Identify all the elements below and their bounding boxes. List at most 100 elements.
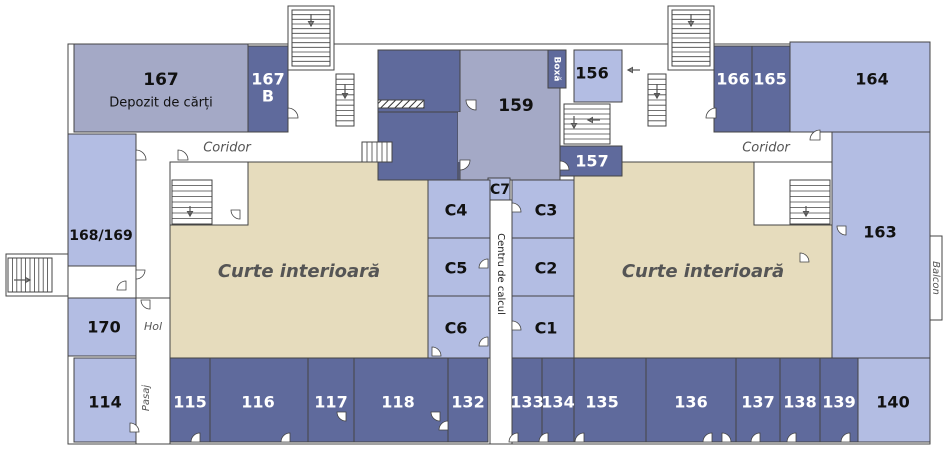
door-arc-icon xyxy=(702,432,713,443)
door-arc-icon xyxy=(840,432,851,443)
door-arc-icon xyxy=(574,432,585,443)
door-arc-icon xyxy=(508,432,519,443)
room-r168[interactable] xyxy=(67,133,137,267)
room-label: 163 xyxy=(863,223,896,242)
room-r135[interactable] xyxy=(573,357,647,443)
door-arc-icon xyxy=(177,149,189,161)
room-label: Boxă xyxy=(552,57,562,82)
area-label-corridor-left: Coridor xyxy=(203,141,252,156)
room-c6[interactable] xyxy=(427,295,491,359)
door-arc-icon xyxy=(459,159,471,171)
room-label: C2 xyxy=(535,259,558,278)
door-arc-icon xyxy=(478,336,489,347)
room-label: 138 xyxy=(783,393,816,412)
room-r166[interactable] xyxy=(713,45,753,133)
room-label: 135 xyxy=(585,393,618,412)
room-r140[interactable] xyxy=(857,357,931,443)
room-r132[interactable] xyxy=(447,357,489,443)
room-r116[interactable] xyxy=(209,357,309,443)
room-label: C3 xyxy=(535,201,558,220)
door-arc-icon xyxy=(721,432,732,443)
room-c3[interactable] xyxy=(511,179,575,239)
room-r165[interactable] xyxy=(751,45,791,133)
door-arc-icon xyxy=(336,411,347,422)
door-arc-icon xyxy=(135,269,146,280)
area-label-corridor-right: Coridor xyxy=(742,141,791,156)
door-arc-icon xyxy=(799,252,810,263)
hatched-wall-icon xyxy=(377,99,425,109)
room-r117[interactable] xyxy=(307,357,355,443)
door-arc-icon xyxy=(478,258,489,269)
room-label: 132 xyxy=(451,393,484,412)
stairs-icon xyxy=(789,179,831,225)
stairs-icon xyxy=(671,9,711,67)
details-layer xyxy=(7,9,851,443)
room-159-notch xyxy=(458,112,464,162)
area-label-courtyard-right: Curte interioară xyxy=(622,261,784,282)
room-label: 167 xyxy=(143,70,179,90)
area-label-centru-calcul: Centru de calcul xyxy=(495,233,506,315)
stairs-icon xyxy=(361,141,393,163)
door-arc-icon xyxy=(511,202,522,213)
room-label: 164 xyxy=(855,70,888,89)
room-r138[interactable] xyxy=(779,357,821,443)
room-r115[interactable] xyxy=(169,357,211,443)
room-sublabel: B xyxy=(262,87,274,106)
arrow-icon xyxy=(687,14,695,28)
room-label: 114 xyxy=(88,393,121,412)
room-label: C1 xyxy=(535,319,558,338)
room-label: 136 xyxy=(674,393,707,412)
room-label: 137 xyxy=(741,393,774,412)
arrow-icon xyxy=(653,84,661,100)
room-r134[interactable] xyxy=(541,357,575,443)
room-label: 115 xyxy=(173,393,206,412)
room-label: C5 xyxy=(445,259,468,278)
arrow-icon xyxy=(341,84,349,100)
stairs-icon xyxy=(7,257,53,293)
room-r159[interactable] xyxy=(459,49,561,181)
room-label: 117 xyxy=(314,393,347,412)
room-box[interactable] xyxy=(547,49,567,89)
room-r139[interactable] xyxy=(819,357,859,443)
stairs-icon xyxy=(171,179,213,225)
room-r163[interactable] xyxy=(831,131,931,359)
room-r133[interactable] xyxy=(511,357,543,443)
door-arc-icon xyxy=(836,225,847,236)
door-arc-icon xyxy=(750,432,761,443)
room-r164[interactable] xyxy=(789,41,931,133)
room-label: 134 xyxy=(541,393,574,412)
room-c2[interactable] xyxy=(511,237,575,297)
room-label: 140 xyxy=(876,393,909,412)
area-label-hol: Hol xyxy=(144,320,162,333)
door-arc-icon xyxy=(705,107,717,119)
room-r170[interactable] xyxy=(67,297,137,357)
door-arc-icon xyxy=(129,422,140,433)
area-label-balcon: Balcon xyxy=(930,261,941,295)
door-arc-icon xyxy=(786,432,797,443)
room-label: 118 xyxy=(381,393,414,412)
stairs-icon xyxy=(563,103,611,145)
area-label-courtyard-left: Curte interioară xyxy=(218,261,380,282)
room-r156[interactable] xyxy=(573,49,623,103)
room-label: 167 xyxy=(251,70,284,89)
stairs-icon xyxy=(647,73,667,127)
room-r167[interactable] xyxy=(73,43,249,133)
balcony xyxy=(929,235,943,321)
room-r136[interactable] xyxy=(645,357,737,443)
room-c1[interactable] xyxy=(511,295,575,359)
arrow-icon xyxy=(570,116,578,130)
arrow-icon xyxy=(307,14,315,28)
door-arc-icon xyxy=(190,432,201,443)
room-r157[interactable] xyxy=(559,145,623,177)
hol-pasaj-corridor xyxy=(135,297,171,445)
door-arc-icon xyxy=(438,420,449,431)
arrow-icon xyxy=(586,116,600,124)
arrow-icon xyxy=(14,276,32,284)
room-r137[interactable] xyxy=(735,357,781,443)
arrow-icon xyxy=(802,206,810,218)
room-r118[interactable] xyxy=(353,357,449,443)
room-label: 159 xyxy=(498,96,534,116)
room-r167b[interactable] xyxy=(247,45,289,133)
